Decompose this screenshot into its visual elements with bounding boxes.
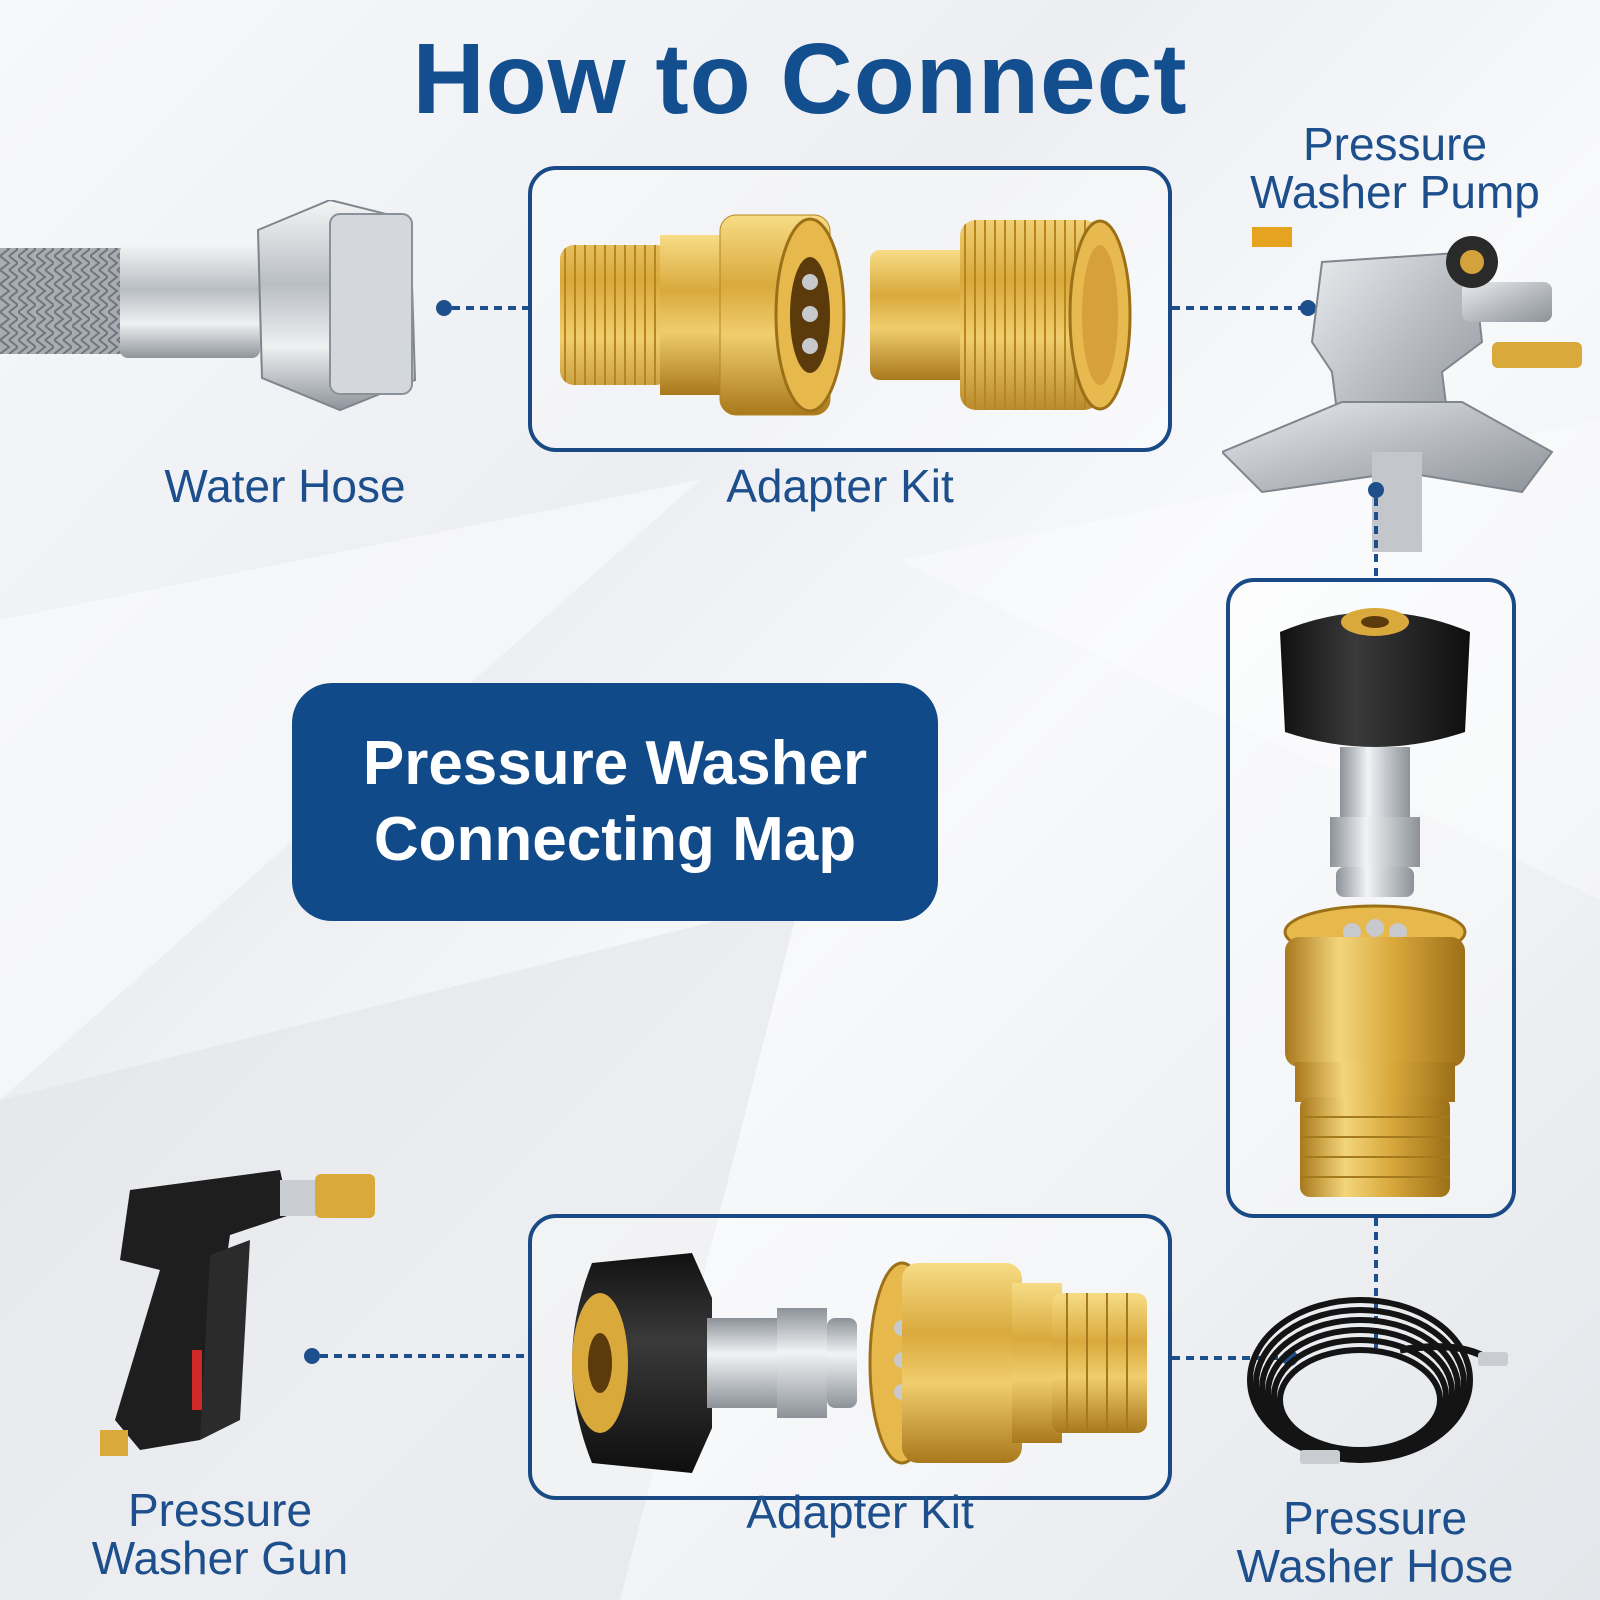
- pressure-washer-pump-image: [1222, 227, 1582, 552]
- pressure-washer-gun-image: [100, 1170, 375, 1456]
- pump-label-line1: Pressure: [1302, 118, 1488, 170]
- pressure-washer-hose-image: [1247, 1297, 1508, 1464]
- connecting-map-badge: Pressure Washer Connecting Map: [292, 683, 938, 921]
- hose-label-line1: Pressure: [1282, 1492, 1468, 1544]
- water-hose-label: Water Hose: [164, 460, 406, 512]
- adapter-kit-bottom-label: Adapter Kit: [746, 1486, 974, 1538]
- hose-label-line2: Washer Hose: [1236, 1540, 1514, 1592]
- adapter-kit-top-image: [560, 214, 1132, 416]
- adapter-kit-top-box: [528, 166, 1172, 452]
- pump-label: Pressure Washer Pump: [1230, 120, 1560, 216]
- kit-to-hose-connector: [1374, 1218, 1378, 1348]
- adapter-kit-right-box: [1226, 578, 1516, 1218]
- water-hose-image: [0, 200, 417, 412]
- gun-to-adapter-connector: [304, 1348, 530, 1364]
- badge-line1: Pressure Washer: [362, 729, 868, 798]
- adapter-kit-top-label: Adapter Kit: [726, 460, 954, 512]
- gun-label: Pressure Washer Gun: [70, 1486, 370, 1582]
- adapter-to-pump-connector: [1172, 300, 1316, 316]
- hose-label: Pressure Washer Hose: [1210, 1494, 1540, 1590]
- adapter-kit-right-image: [1280, 608, 1470, 1197]
- adapter-kit-bottom-box: [528, 1214, 1172, 1500]
- pump-to-kit-connector: [1368, 482, 1384, 582]
- pump-label-line2: Washer Pump: [1250, 166, 1540, 218]
- page-title: How to Connect: [412, 23, 1188, 135]
- adapter-kit-bottom-image: [572, 1253, 1147, 1473]
- badge-line2: Connecting Map: [373, 805, 857, 874]
- gun-label-line1: Pressure: [127, 1484, 313, 1536]
- gun-label-line2: Washer Gun: [91, 1532, 349, 1584]
- hose-to-adapter-connector: [436, 300, 530, 316]
